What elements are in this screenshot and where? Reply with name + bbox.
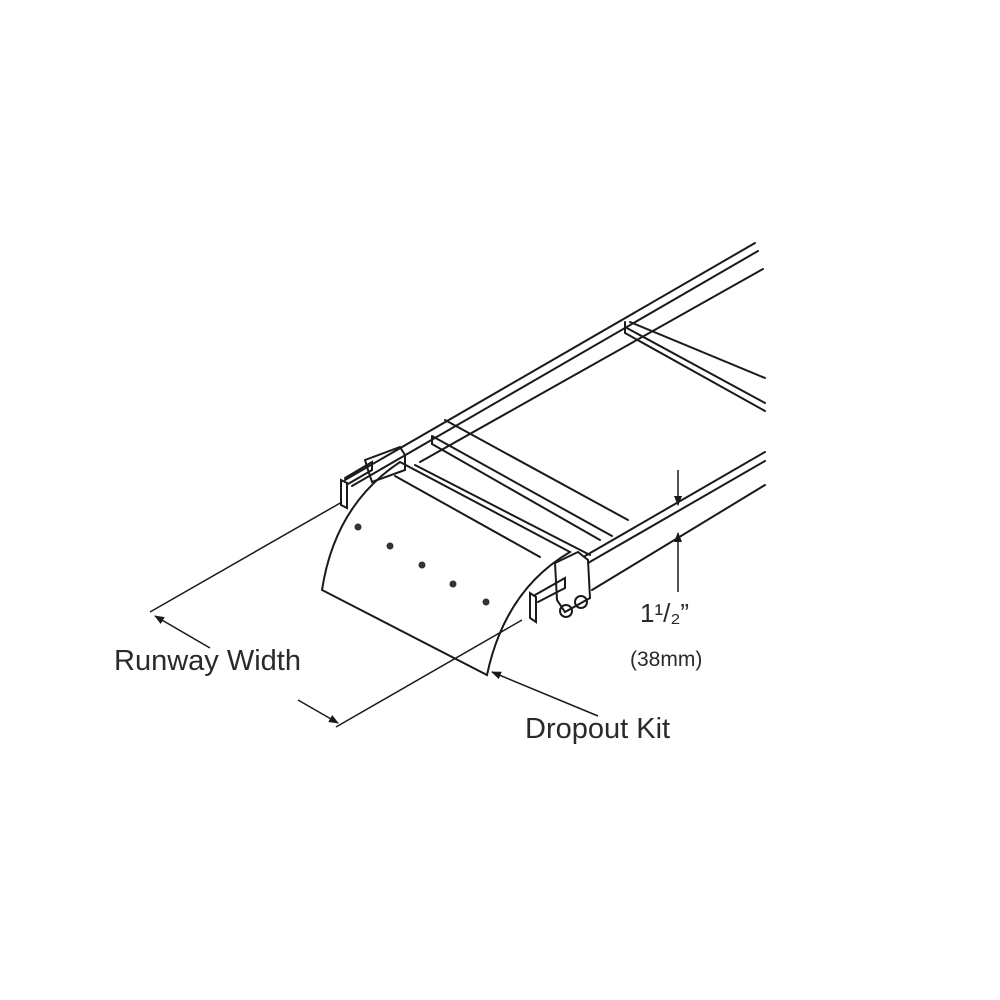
runway-width-label: Runway Width <box>114 645 301 677</box>
plate-hole <box>418 561 426 569</box>
plate-hole <box>386 542 394 550</box>
rail-height-mm-label: (38mm) <box>630 648 703 671</box>
runway-width-dimension <box>149 501 523 728</box>
plate-hole <box>482 598 490 606</box>
dropout-plate <box>320 460 573 677</box>
left-hinge-bracket <box>340 445 406 510</box>
dropout-kit-label: Dropout Kit <box>525 713 671 745</box>
right-hinge-bracket <box>529 550 592 624</box>
rung-rear <box>624 321 766 412</box>
back-side-rail <box>344 242 764 487</box>
rail-height-inches-label: 1¹/₂” <box>640 598 690 628</box>
dropout-kit-leader <box>491 671 599 717</box>
plate-hole <box>354 523 362 531</box>
rung-front <box>431 419 629 541</box>
plate-hole <box>449 580 457 588</box>
front-side-rail <box>414 451 766 591</box>
